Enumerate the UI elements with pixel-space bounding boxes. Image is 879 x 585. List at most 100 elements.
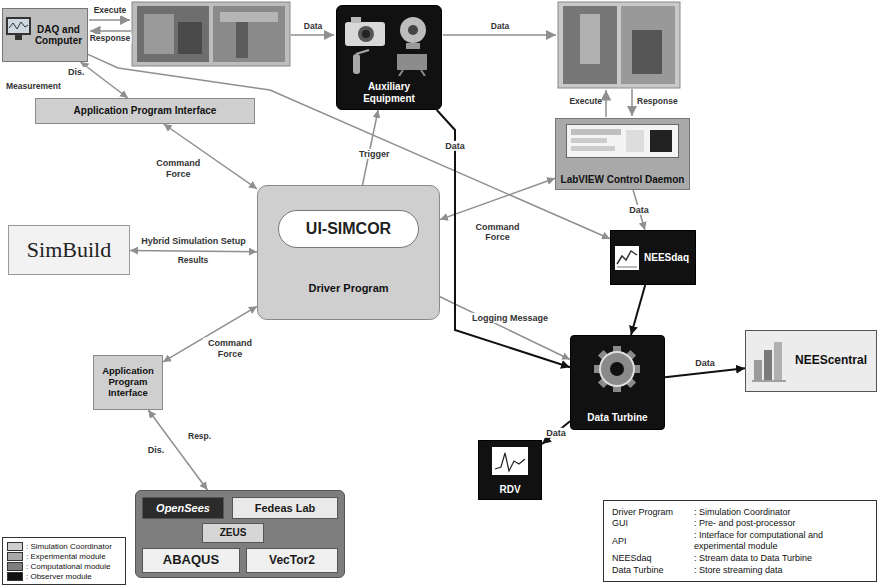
line-shape (617, 267, 637, 268)
node-label: Application Program Interface (97, 366, 159, 399)
software-logo: Fedeas Lab (232, 497, 338, 519)
legend-text: : Experimental module (26, 552, 106, 561)
rect-shape (621, 6, 675, 84)
rect-shape (774, 342, 782, 380)
rdv-icon (492, 447, 528, 475)
polyline-shape (495, 453, 525, 471)
module-box: Application Program Interface (35, 98, 255, 124)
annotation-label: Data (490, 22, 510, 32)
connector (81, 62, 128, 98)
node-label: Data Turbine (587, 412, 647, 424)
rect-shape (650, 130, 672, 152)
aux-icon (341, 10, 437, 76)
glossary-definition: : Simulation Coordinator (694, 507, 868, 518)
legend-text: : Computational module (26, 562, 111, 571)
edge-label: Data (544, 427, 568, 437)
rect-shape (571, 138, 607, 143)
line-shape (291, 34, 334, 36)
node-label: SimBuild (27, 237, 111, 262)
edge-label: Data (627, 205, 651, 215)
connector (631, 285, 645, 335)
central-icon (752, 340, 786, 382)
node-label: NEESdaq (644, 252, 689, 264)
node-label: DAQ and Computer (33, 24, 84, 47)
module-box: Auxiliary Equipment (336, 5, 442, 110)
edge-label: Data (443, 141, 467, 151)
module-box: NEEScentral (745, 330, 877, 392)
annotation-label: Execute (562, 97, 602, 107)
rect-shape (492, 447, 528, 475)
software-logo: VecTor2 (246, 548, 338, 573)
node-label: NEEScentral (795, 354, 867, 368)
rect-shape (220, 12, 278, 22)
module-box: UI-SIMCORDriver Program (257, 185, 440, 320)
rect-shape (406, 43, 420, 49)
monitor-icon (6, 17, 31, 41)
line-shape (443, 34, 556, 36)
connector (437, 110, 570, 367)
legend-swatch (7, 572, 23, 581)
line-shape (631, 89, 633, 116)
software-logo: ABAQUS (142, 548, 240, 573)
edge-label: Logging Message (470, 313, 550, 323)
glossary-term: Data Turbine (612, 565, 692, 576)
edge-label: Command Force (471, 222, 525, 243)
module-box: SimBuild (8, 225, 130, 275)
g-shape (594, 346, 640, 392)
module-box: RDV (478, 440, 542, 500)
rect-shape (571, 129, 621, 135)
rect-shape (580, 14, 600, 64)
gear-icon (592, 344, 642, 394)
rect-shape (764, 350, 772, 380)
rect-shape (397, 54, 427, 70)
polyline-shape (9, 22, 28, 29)
glossary-term: Driver Program (612, 507, 692, 518)
edge-label: Data (693, 358, 717, 368)
edge-label: Command Force (203, 338, 257, 359)
node-label: RDV (499, 484, 520, 496)
rect-shape (558, 2, 680, 88)
line-shape (356, 50, 369, 54)
legend-row: : Simulation Coordinator (7, 541, 121, 551)
rect-shape (345, 22, 385, 46)
legend-swatch (7, 542, 23, 551)
rect-shape (137, 6, 209, 62)
line-shape (399, 70, 403, 76)
glossary-term: GUI (612, 518, 692, 529)
module-box: Data Turbine (570, 335, 665, 430)
connector (164, 124, 257, 189)
rect-shape (615, 246, 639, 270)
circle-shape (362, 30, 370, 38)
line-shape (752, 381, 786, 382)
annotation-label: Response (637, 97, 678, 107)
annotation-label: Data (303, 22, 323, 32)
glossary-term: API (612, 536, 692, 547)
rect-shape (754, 360, 762, 380)
annotation-label: Response (89, 34, 132, 44)
module-box: Application Program Interface (93, 355, 163, 410)
circle-shape (408, 25, 418, 35)
annotation-label: Resp. (188, 432, 211, 442)
connector (440, 297, 570, 360)
connector (130, 251, 257, 252)
software-logo: ZEUS (202, 523, 264, 543)
annotation-label: Results (177, 256, 210, 266)
node-label: Auxiliary Equipment (341, 81, 437, 104)
glossary-definition: : Stream data to Data Turbine (694, 553, 868, 564)
legend-row: : Experimental module (7, 551, 121, 561)
circle-shape (600, 352, 634, 386)
rect-shape (632, 30, 662, 74)
glossary-definition: : Interface for computational and experi… (694, 530, 868, 552)
edge-label: Dis. (66, 67, 87, 77)
legend-swatch (7, 552, 23, 561)
edge-label: Hybrid Simulation Setup (139, 236, 248, 246)
edge-label: Dis. (146, 445, 167, 455)
software-logo: OpenSees (142, 497, 224, 519)
legend-text: : Simulation Coordinator (26, 542, 112, 551)
logo-text: UI-SIMCOR (278, 210, 419, 248)
line-shape (90, 30, 131, 32)
legend-row: : Observer module (7, 571, 121, 581)
rect-shape (563, 6, 617, 84)
glossary-term: NEESdaq (612, 553, 692, 564)
